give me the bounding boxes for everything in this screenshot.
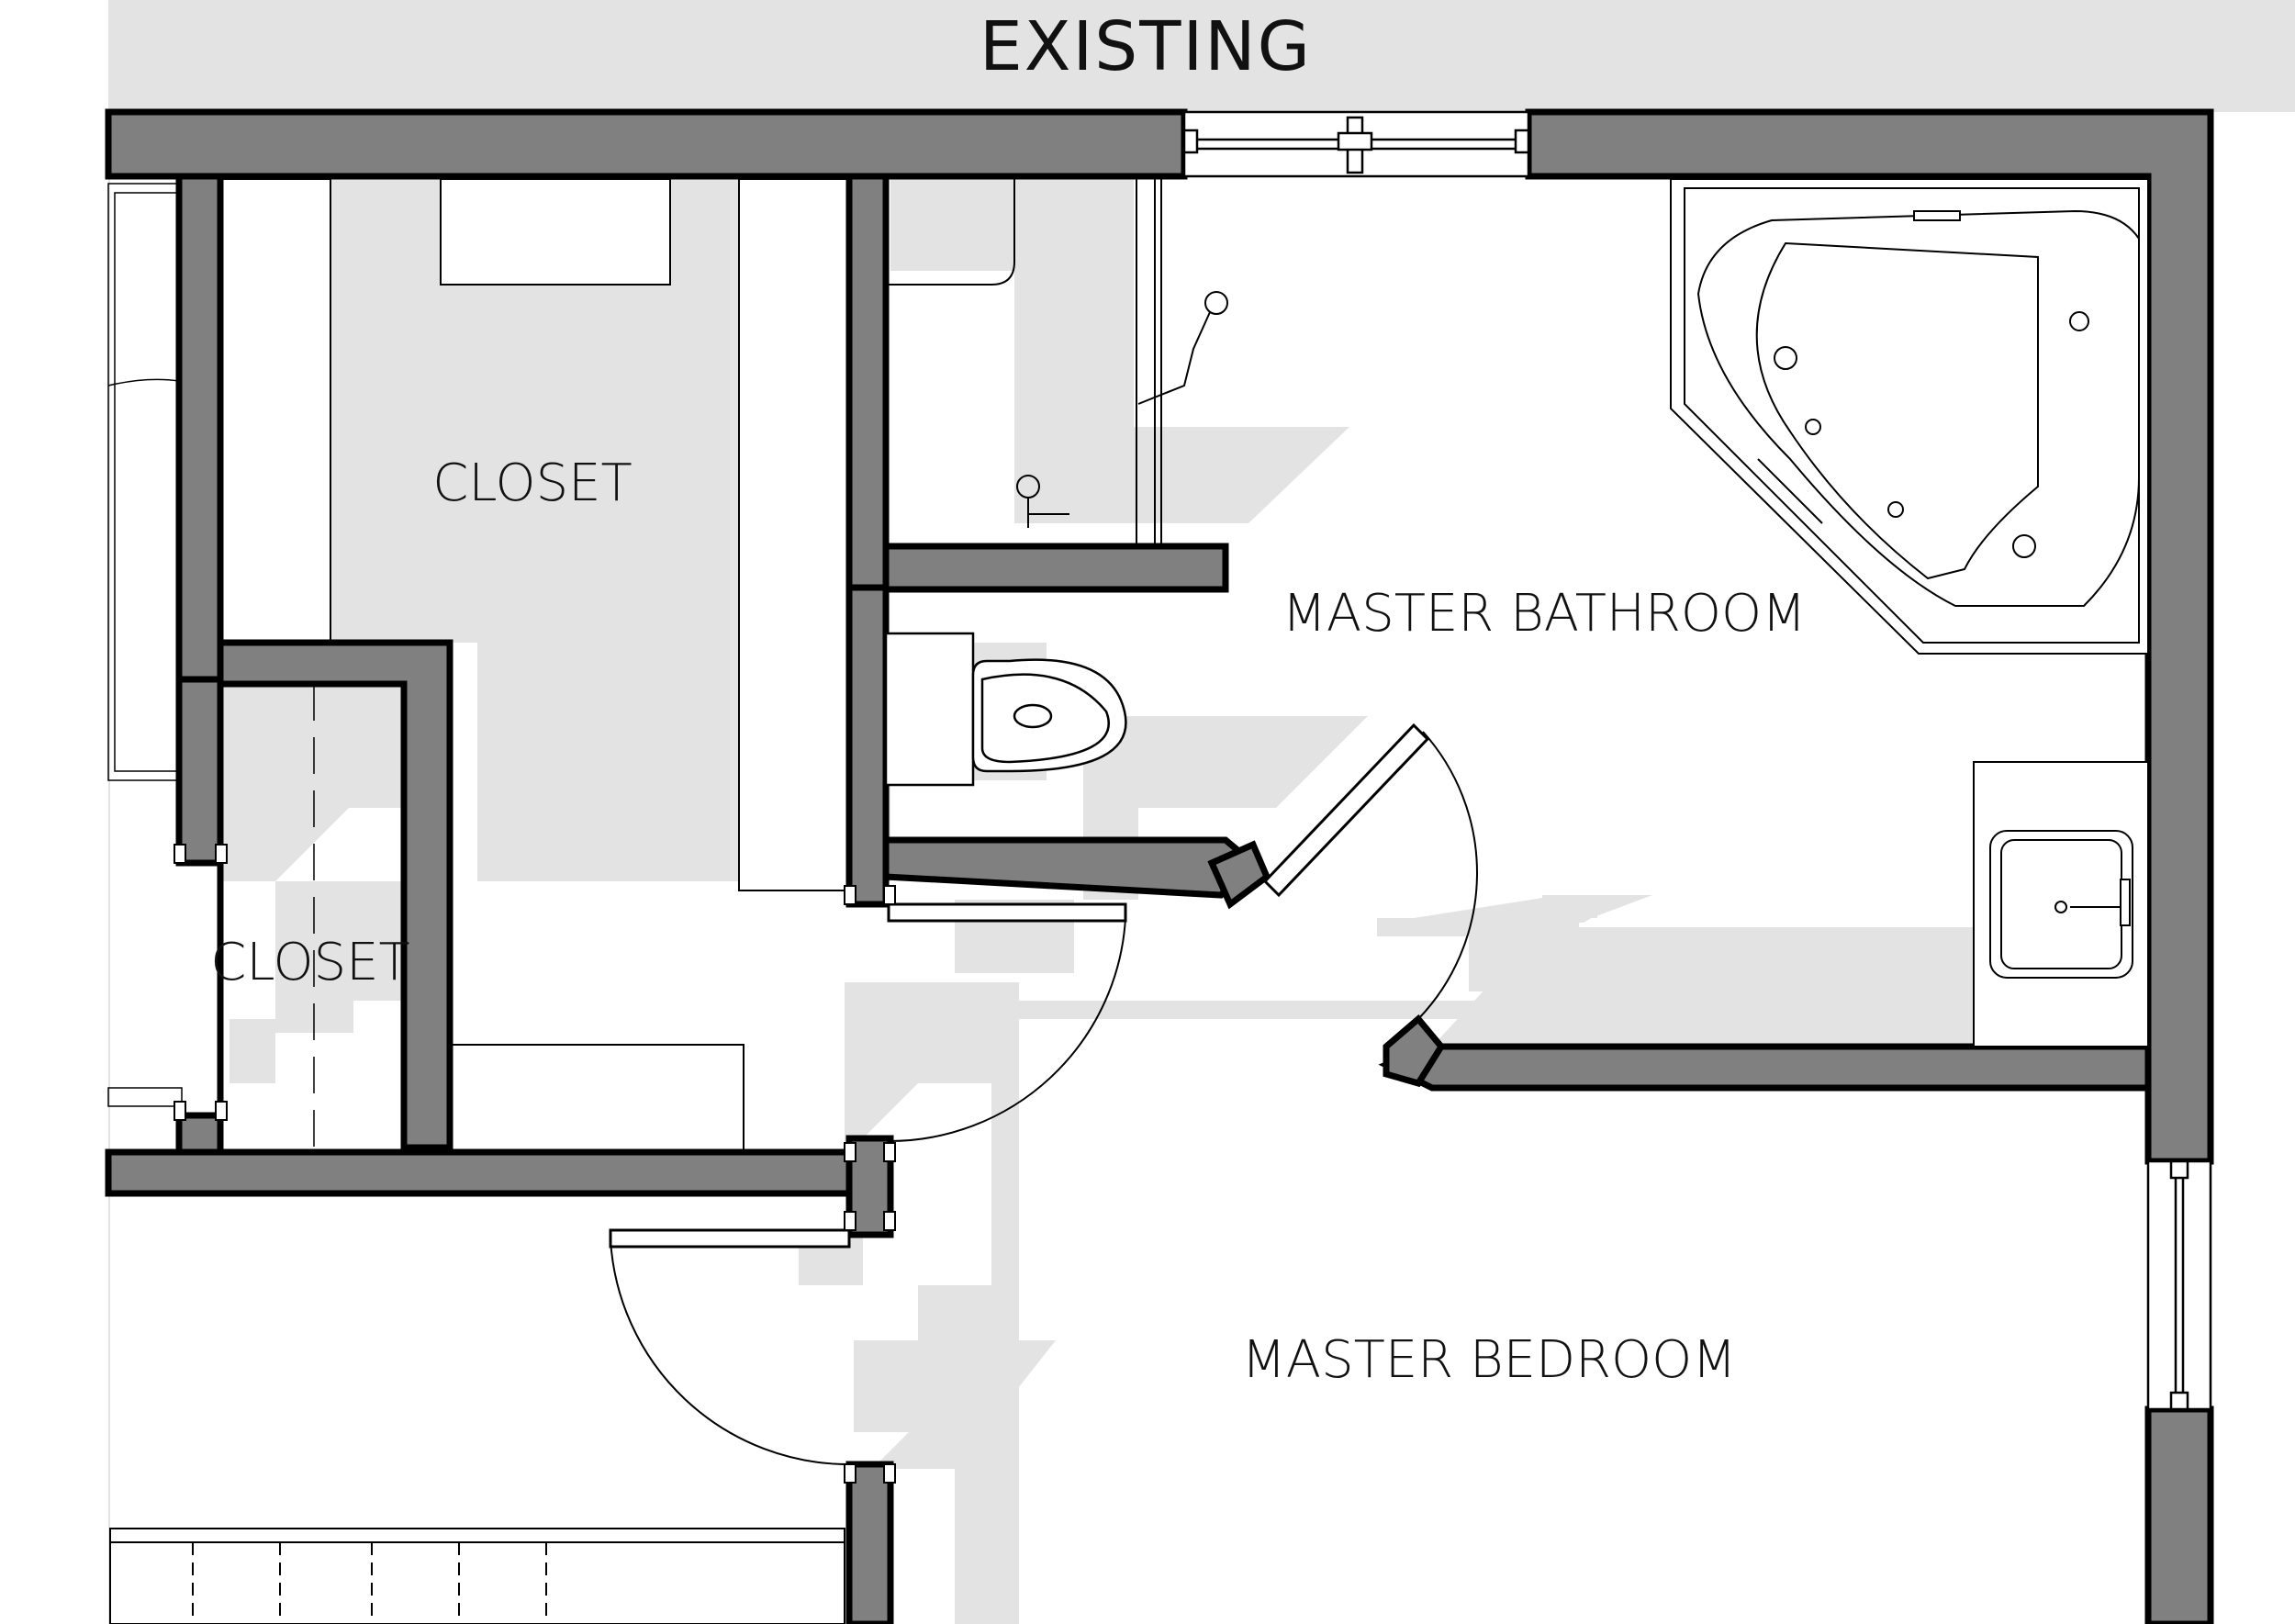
sink-icon	[1973, 761, 2149, 1047]
top-wall-left	[105, 108, 1188, 180]
room-label-closet-lower: CLOSET	[210, 933, 410, 992]
bathtub-icon	[1670, 178, 2149, 655]
lower-closet-left-wall	[175, 684, 224, 1160]
closet-shelving	[219, 178, 850, 1156]
right-wall-lower	[2144, 1406, 2214, 1624]
bath-door-jamb	[1383, 1014, 1446, 1088]
toilet-icon	[884, 632, 1127, 787]
left-shade	[108, 112, 110, 1624]
doors	[609, 722, 1478, 1466]
top-window	[1182, 110, 1530, 178]
bottom-bed	[109, 1528, 845, 1624]
wall-end-caps	[174, 844, 896, 1484]
bedroom-door-swing	[610, 1238, 850, 1466]
closet-door-swing	[888, 917, 1126, 1143]
closet-door-leaf	[887, 902, 1127, 923]
right-window	[2146, 1159, 2212, 1411]
drawing-title: EXISTING	[980, 7, 1312, 86]
bath-door-swing	[1417, 731, 1478, 1020]
door-jamb-wc	[1207, 840, 1271, 910]
shower-partition	[882, 543, 1229, 593]
bottom-post	[845, 1461, 894, 1624]
toilet-wall-left	[845, 584, 890, 908]
bath-bottom-wall	[1378, 1043, 2152, 1092]
room-label-master-bathroom: MASTER BATHROOM	[1282, 584, 1807, 644]
closet-bottom-wall	[105, 1148, 857, 1197]
shower-head-icon	[1204, 291, 1228, 315]
left-bed	[107, 183, 183, 1107]
bath-door-leaf	[1262, 722, 1430, 898]
title-band	[108, 0, 2295, 112]
shower	[885, 175, 1228, 547]
wc-bottom-wall	[882, 836, 1259, 899]
center-bottom-post	[845, 1135, 894, 1238]
bedroom-door-leaf	[609, 1228, 851, 1249]
room-label-master-bedroom: MASTER BEDROOM	[1241, 1330, 1736, 1390]
room-label-closet-upper: CLOSET	[432, 454, 633, 513]
